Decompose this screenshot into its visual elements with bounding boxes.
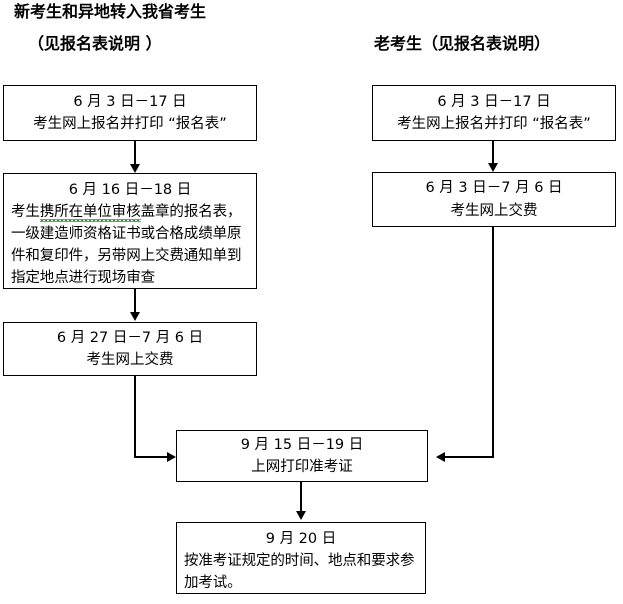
node-take-exam-date: 9 月 20 日 xyxy=(265,531,337,547)
connector-left-review-to-payment-line xyxy=(134,289,136,313)
node-print-admission-ticket-text: 上网打印准考证 xyxy=(251,459,353,475)
connector-left-payment-to-print-vline xyxy=(134,376,136,458)
node-left-payment-date: 6 月 27 日－7 月 6 日 xyxy=(56,329,204,346)
node-right-register-date: 6 月 3 日－17 日 xyxy=(437,93,551,110)
connector-right-payment-to-print-arrow xyxy=(436,452,445,462)
heading-old-candidates: 老考生（见报名表说明） xyxy=(374,34,551,53)
heading-new-candidates-line1: 新考生和异地转入我省考生 xyxy=(14,2,207,21)
connector-print-to-exam-line xyxy=(300,482,302,512)
connector-left-review-to-payment-arrow xyxy=(130,312,140,321)
node-left-review-text-segment-2: 盖章的报名表，一级建造师资格证书或合格成绩单原件和复印件，另带网上交费通知单到指… xyxy=(11,204,242,287)
node-right-payment-date: 6 月 3 日－7 月 6 日 xyxy=(425,180,563,197)
node-print-admission-ticket: 9 月 15 日－19 日 上网打印准考证 xyxy=(176,430,428,482)
connector-left-payment-to-print-hline xyxy=(134,456,168,458)
node-left-register-date: 6 月 3 日－17 日 xyxy=(73,93,187,110)
node-right-payment-text: 考生网上交费 xyxy=(450,202,538,219)
connector-left-payment-to-print-arrow xyxy=(167,452,176,462)
node-print-admission-ticket-date: 9 月 15 日－19 日 xyxy=(240,436,364,453)
node-take-exam-text: 按准考证规定的时间、地点和要求参加考试。 xyxy=(184,553,415,592)
node-left-payment: 6 月 27 日－7 月 6 日 考生网上交费 xyxy=(3,322,257,376)
connector-right-payment-to-print-vline xyxy=(492,227,494,458)
connector-right-register-to-payment-line xyxy=(492,141,494,164)
node-take-exam: 9 月 20 日 按准考证规定的时间、地点和要求参加考试。 xyxy=(176,522,426,594)
connector-right-register-to-payment-arrow xyxy=(488,163,498,172)
node-left-review-text: 考生携所在单位审核盖章的报名表，一级建造师资格证书或合格成绩单原件和复印件，另带… xyxy=(11,201,249,289)
node-left-review: 6 月 16 日－18 日 考生携所在单位审核盖章的报名表，一级建造师资格证书或… xyxy=(3,173,257,289)
node-left-review-text-segment-1: 考生 xyxy=(11,204,40,221)
heading-new-candidates-line2: （见报名表说明 ） xyxy=(28,34,162,53)
node-right-payment: 6 月 3 日－7 月 6 日 考生网上交费 xyxy=(372,172,616,227)
node-left-payment-text: 考生网上交费 xyxy=(86,352,174,368)
node-left-register-text: 考生网上报名并打印 “报名表” xyxy=(33,116,227,132)
node-right-register-text: 考生网上报名并打印 “报名表” xyxy=(397,116,591,132)
connector-right-payment-to-print-hline xyxy=(444,456,494,458)
connector-print-to-exam-arrow xyxy=(296,511,306,520)
connector-left-register-to-review-arrow xyxy=(130,164,140,173)
node-left-review-text-flagged-segment: 携所在单位审核 xyxy=(39,204,141,221)
node-left-review-date: 6 月 16 日－18 日 xyxy=(68,182,192,198)
connector-left-register-to-review-line xyxy=(134,141,136,165)
node-right-register: 6 月 3 日－17 日 考生网上报名并打印 “报名表” xyxy=(372,85,616,141)
node-left-register: 6 月 3 日－17 日 考生网上报名并打印 “报名表” xyxy=(3,85,257,141)
